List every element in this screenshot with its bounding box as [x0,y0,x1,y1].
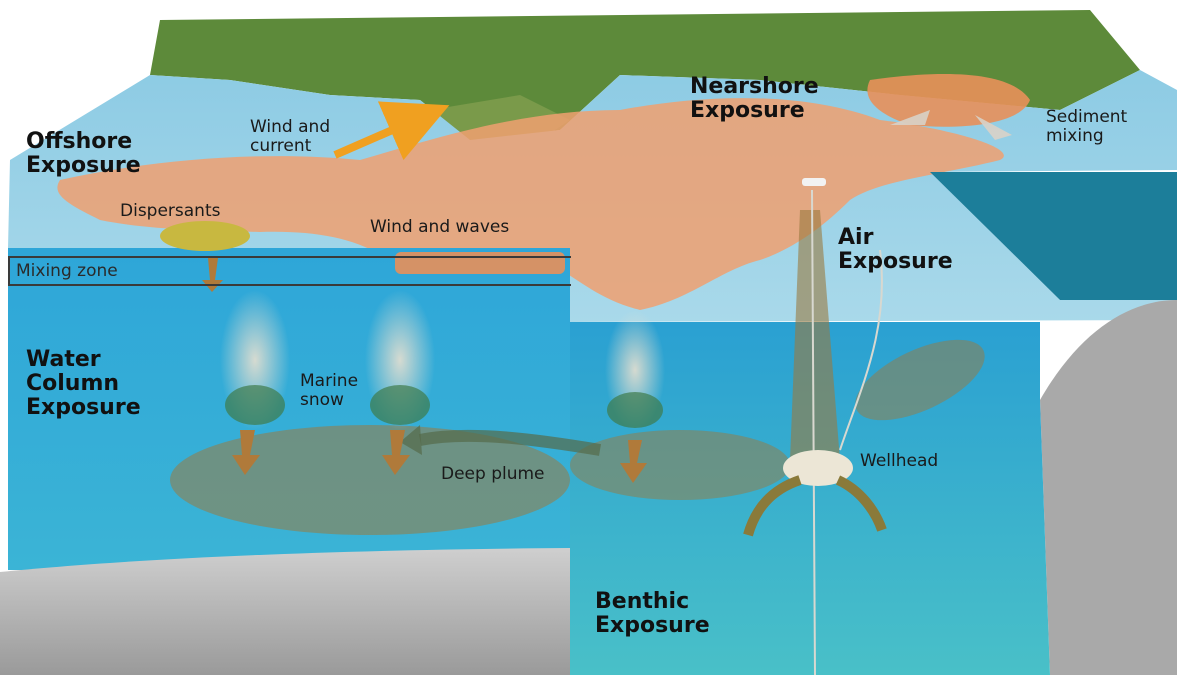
deep-plume-label: Deep plume [441,464,545,484]
surface-vessel [802,178,826,186]
dispersants-cloud [160,221,250,251]
rising-oil-plume [790,210,840,460]
sediment-mixing-label: Sediment mixing [1046,107,1128,146]
settling-arrows [202,258,647,483]
water-column-right [570,322,1050,675]
dispersants-label: Dispersants [120,201,221,221]
deep-plume-arrow-head [400,425,422,455]
benthic-exposure-label: Benthic Exposure [595,589,710,639]
spread-arrow-right [835,475,887,532]
coastline-land [150,10,1140,140]
deep-plume-cloud-right [570,430,790,500]
settling-arrow-1 [232,430,260,475]
dispersant-arrow [202,258,223,292]
settling-arrow-3 [620,440,647,483]
wind-current-arrow [333,101,450,161]
marine-snow-label: Marine snow [300,371,359,410]
deep-plume-arrow [418,429,601,456]
green-floc-3 [607,392,663,428]
green-floc-1 [225,385,285,425]
wellhead-blowout [783,450,853,486]
air-exposure-label: Air Exposure [838,225,953,275]
sediment-arrows [890,110,1012,140]
deep-plume-cloud-left [170,425,570,535]
plume-air-cloud [855,339,985,421]
wellhead-spread-arrows [743,475,887,537]
oil-patch-nearshore [867,74,1030,127]
offshore-exposure-label: Offshore Exposure [26,129,141,179]
settling-arrow-2 [382,430,410,475]
continental-slope [1040,300,1177,675]
wellhead-label: Wellhead [860,451,939,471]
sediment-arrow-1 [890,110,930,125]
oil-slick [57,98,1004,311]
green-floc-2 [370,385,430,425]
sediment-arrow-2 [975,115,1012,140]
deep-ocean-right [930,172,1177,300]
wind-current-label: Wind and current [250,117,331,156]
water-column-exposure-label: Water Column Exposure [26,347,141,421]
mixing-zone-band: Mixing zone [8,256,571,286]
seafloor-left [0,548,570,675]
riser-pipe [811,189,816,675]
nearshore-exposure-label: Nearshore Exposure [690,74,819,124]
mixing-zone-label: Mixing zone [16,261,118,281]
wind-waves-label: Wind and waves [370,217,510,237]
riser-cable [839,249,883,451]
spread-arrow-left [743,475,802,537]
